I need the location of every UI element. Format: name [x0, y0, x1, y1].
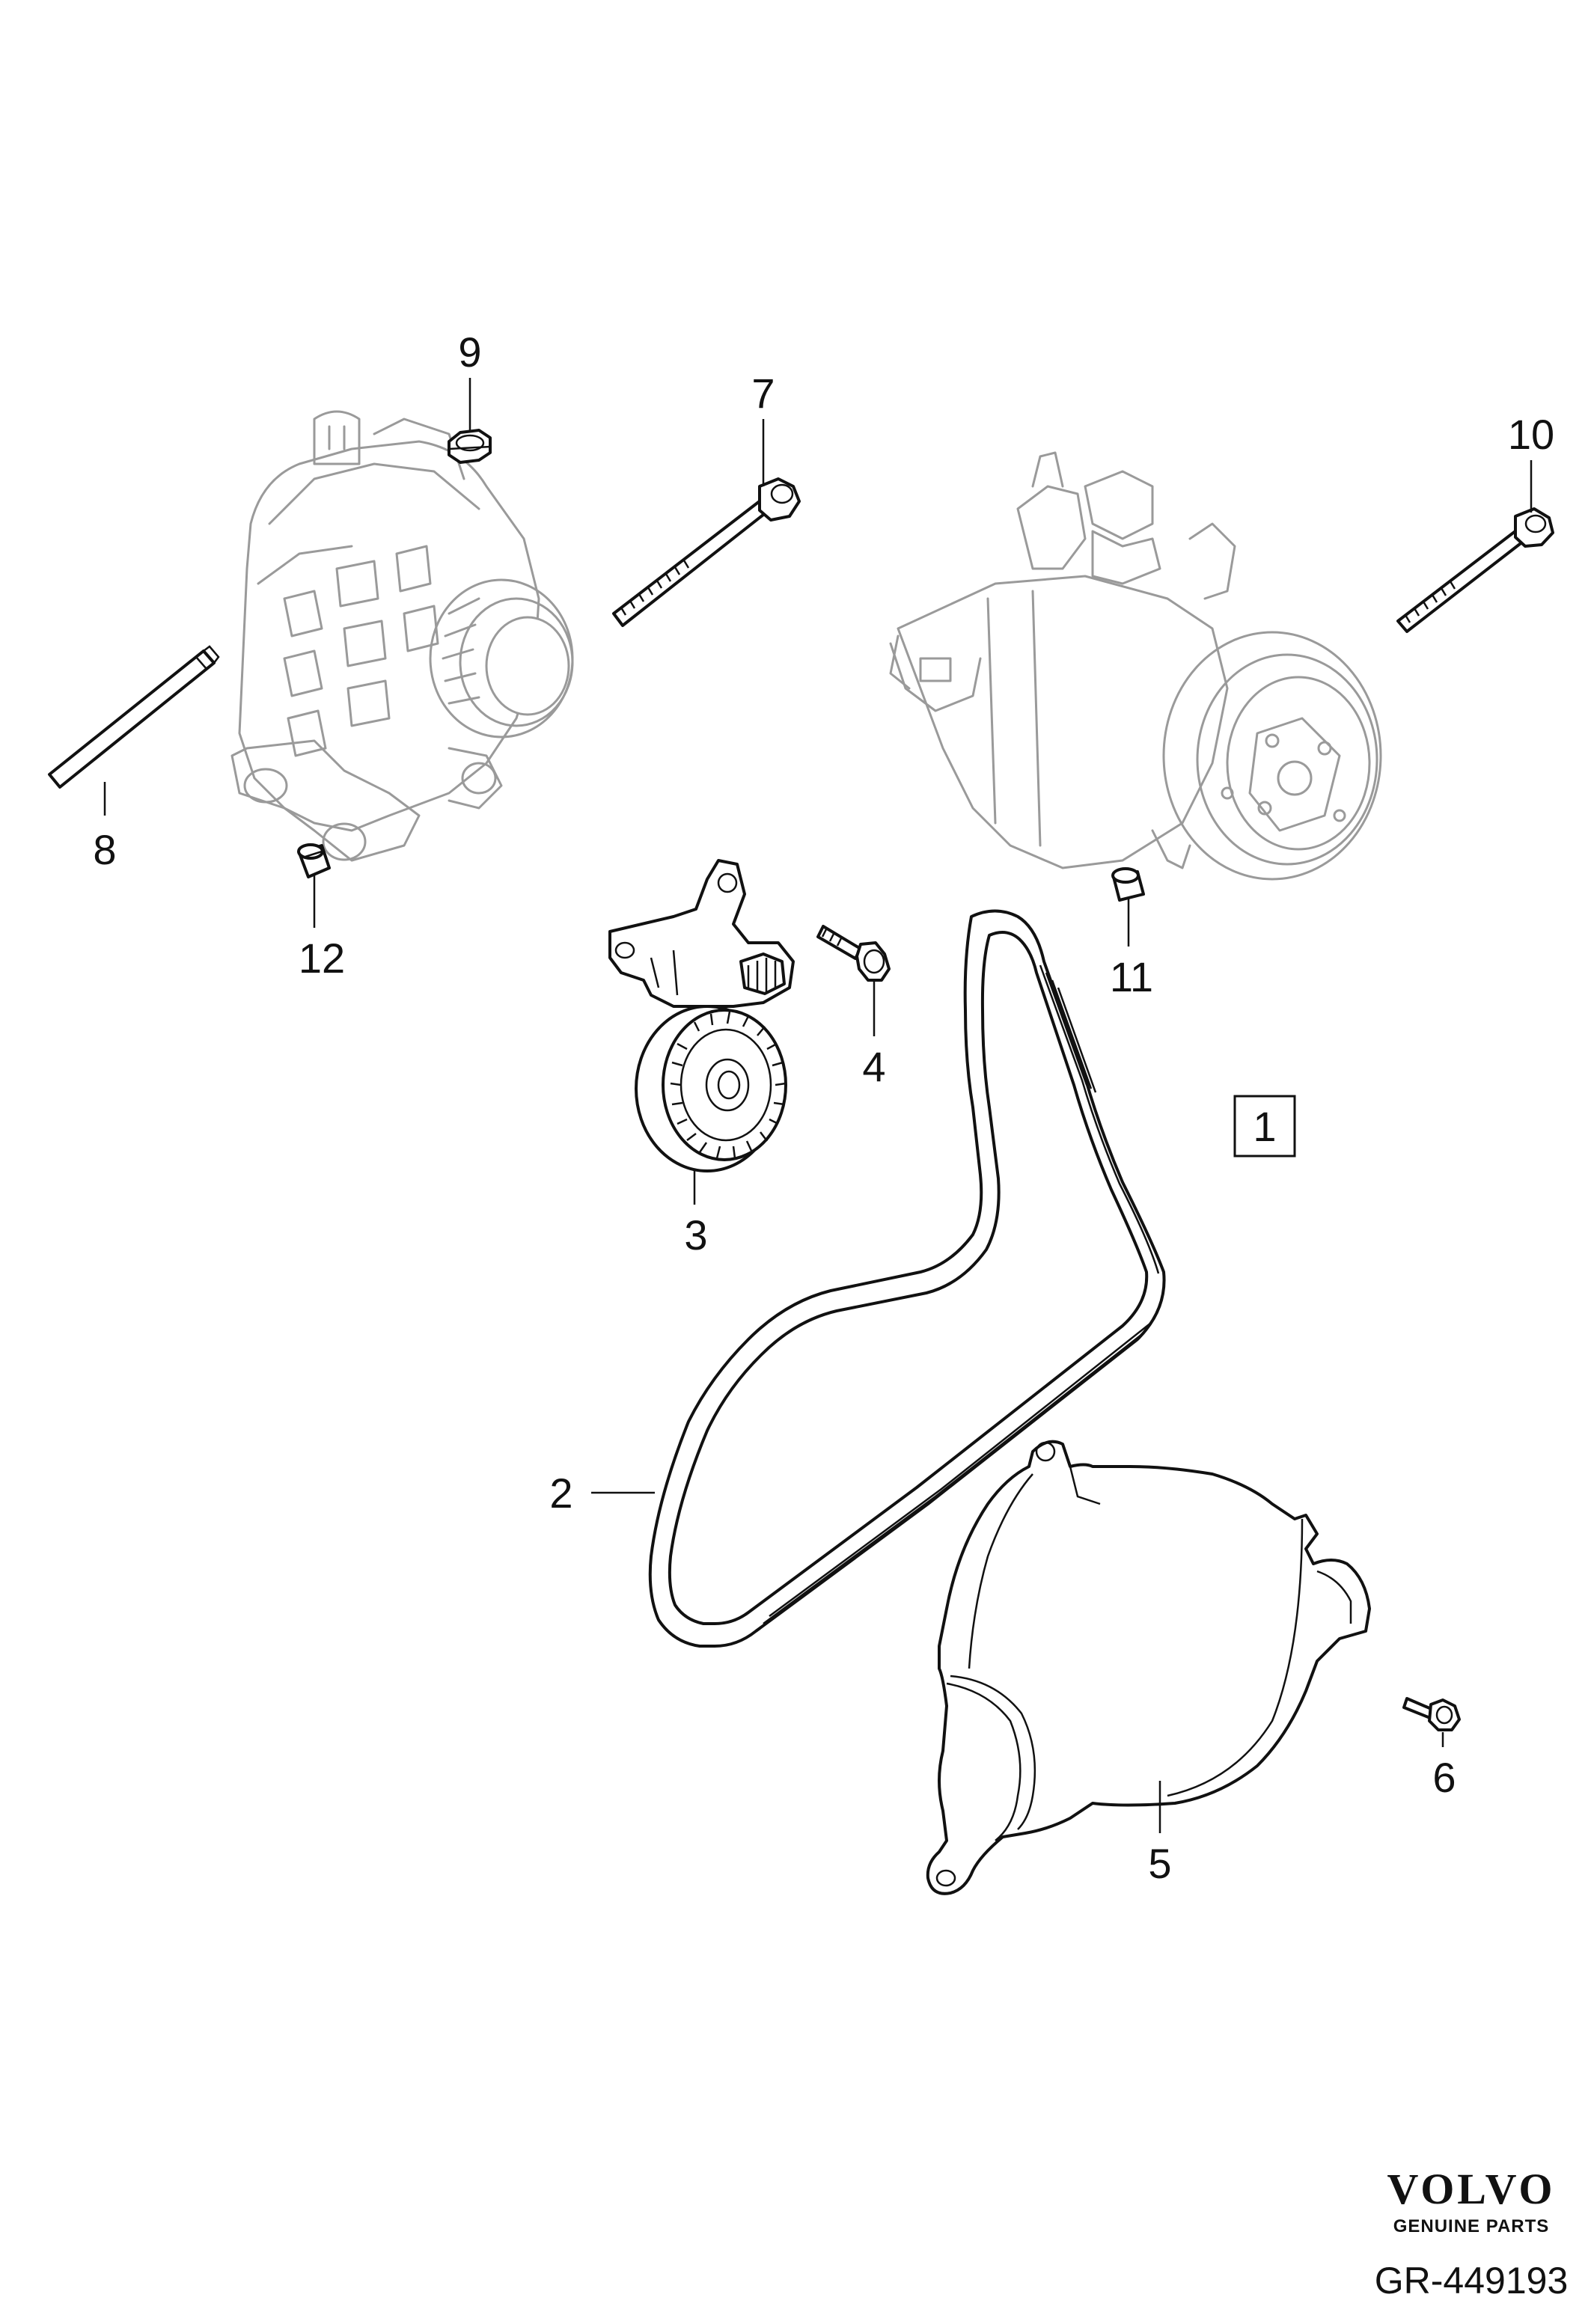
sleeve-12 [297, 843, 331, 878]
group-label-box [1233, 1095, 1296, 1158]
brand-tagline: GENUINE PARTS [1393, 2216, 1550, 2236]
diagram-reference: GR-449193 [1375, 2260, 1569, 2302]
belt-tensioner-3 [608, 859, 795, 1172]
alternator-reference [230, 410, 574, 862]
ac-compressor-reference [889, 451, 1382, 881]
stud-8 [48, 645, 220, 789]
callout-8: 8 [93, 826, 116, 873]
leader-lines [103, 378, 1533, 1833]
callout-1: 1 [1253, 1103, 1276, 1150]
bolt-7 [612, 477, 801, 627]
belt-cover-5 [926, 1440, 1371, 1895]
callout-5: 5 [1148, 1840, 1171, 1887]
callout-12: 12 [299, 935, 345, 982]
sleeve-11 [1111, 867, 1145, 902]
callout-3: 3 [684, 1211, 707, 1259]
callout-2: 2 [549, 1470, 572, 1517]
callout-11: 11 [1110, 953, 1153, 1000]
group-label-1: 1 [1233, 1095, 1296, 1158]
callout-6: 6 [1432, 1754, 1456, 1801]
brand-logo: VOLVO [1387, 2165, 1555, 2213]
callout-labels: 9 7 10 8 12 11 4 3 2 5 6 [93, 328, 1554, 1887]
brand-block: VOLVO GENUINE PARTS GR-449193 [1375, 2165, 1569, 2302]
nut-9 [448, 429, 492, 464]
bolt-4 [816, 925, 891, 982]
callout-7: 7 [751, 370, 775, 417]
callout-9: 9 [458, 328, 481, 376]
bolt-6 [1402, 1697, 1461, 1731]
drive-belt-2 [648, 909, 1166, 1648]
callout-10: 10 [1508, 411, 1554, 458]
callout-4: 4 [862, 1043, 885, 1090]
bolt-10 [1396, 507, 1554, 633]
